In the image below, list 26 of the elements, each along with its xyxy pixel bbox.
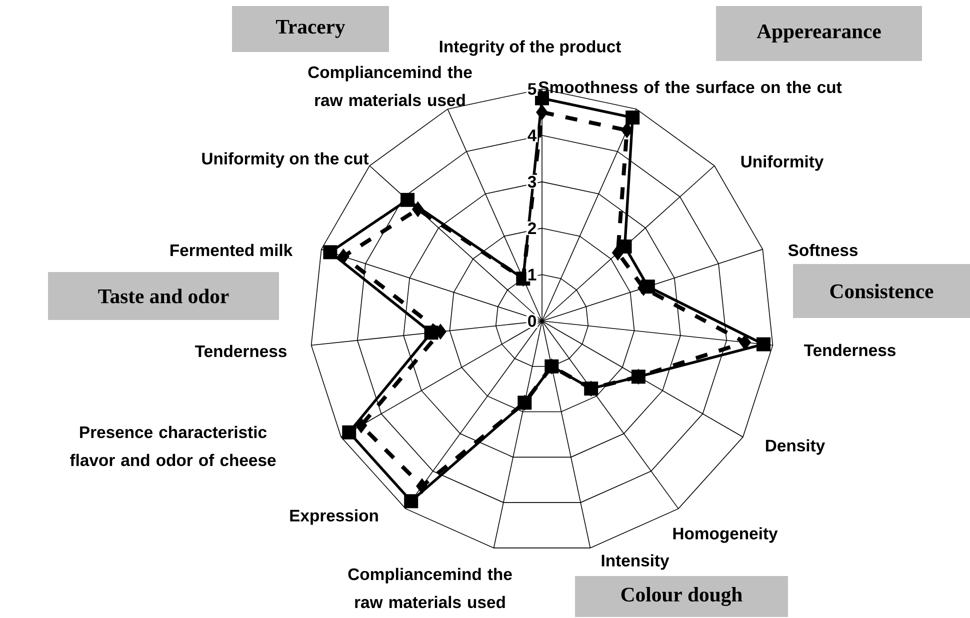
axis-label: Intensity xyxy=(602,554,670,570)
tick-label: 3 xyxy=(526,174,538,189)
axis-label: Compliancemind the raw materials used xyxy=(348,568,512,608)
axis-label: Tenderness xyxy=(804,344,896,356)
tick-label: 5 xyxy=(526,82,538,96)
axis-label: Uniformity on the cut xyxy=(202,152,369,168)
axis-label: Smoothness of the surface on the cut xyxy=(538,80,842,94)
axis-label: Homogeneity xyxy=(673,527,778,543)
category-box: Colour dough xyxy=(575,576,788,617)
axis-label: Softness xyxy=(788,244,858,256)
axis-label: Fermented milk xyxy=(170,244,293,256)
axis-label: Compliancemind the raw materials used xyxy=(308,66,472,106)
axis-label: Tenderness xyxy=(195,344,286,358)
axis-label: Integrity of the product xyxy=(440,40,621,56)
category-box: Consistence xyxy=(793,264,970,318)
tick-label: 0 xyxy=(526,314,538,328)
category-box: Taste and odor xyxy=(48,272,279,320)
tick-label: 2 xyxy=(526,221,538,236)
axis-label: Density xyxy=(766,439,826,455)
category-box: Apperearance xyxy=(716,6,922,61)
tick-label: 4 xyxy=(526,128,538,142)
axis-label: Expression xyxy=(290,509,378,525)
axis-label: Uniformity xyxy=(741,155,824,171)
tick-label: 1 xyxy=(526,268,538,282)
axis-label: Presence characteristic flavor and odor of cheese xyxy=(70,426,276,466)
category-box: Tracery xyxy=(232,6,389,52)
